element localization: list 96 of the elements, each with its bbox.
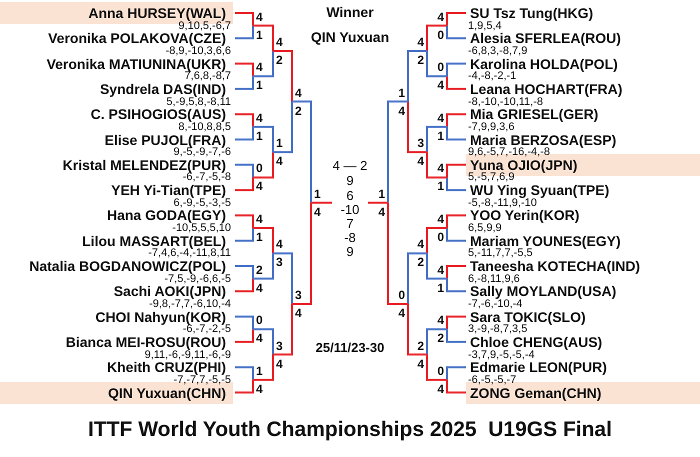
- round-score: 2: [417, 256, 424, 270]
- date-text: 25/11/23-30: [314, 341, 386, 354]
- round-score: 4: [256, 282, 263, 295]
- round-score: 2: [437, 332, 444, 346]
- final-game-score: 4 — 2: [332, 159, 368, 173]
- winner-heading: Winner: [325, 3, 375, 22]
- round-score: 1: [256, 364, 263, 378]
- round-score: 1: [378, 188, 385, 201]
- round-score: 4: [437, 10, 444, 24]
- game-scores: -3,7,9,-5,-5,-4: [468, 348, 535, 360]
- round-score: 2: [256, 264, 263, 277]
- round-score: 0: [437, 28, 444, 42]
- chart-title: ITTF World Youth Championships 2025 U19GS Final: [87, 417, 613, 443]
- round-score: 4: [256, 332, 263, 346]
- round-score: 0: [437, 364, 444, 378]
- final-game-score: 9: [345, 245, 355, 259]
- round-score: 4: [398, 306, 405, 320]
- game-scores: -7,5,-9,-6,6,-5: [164, 272, 231, 285]
- round-score: 3: [276, 340, 283, 353]
- game-scores: -9,8,-7,7,-6,10,-4: [149, 298, 231, 310]
- game-scores: -7,-6,-10,-4: [468, 298, 522, 310]
- game-scores: 6,5,9,9: [468, 222, 502, 234]
- round-score: 0: [256, 314, 263, 328]
- game-scores: -6,-7,-2,-5: [182, 323, 231, 336]
- game-scores: 3,-9,-8,7,3,5: [468, 323, 528, 336]
- round-score: 4: [295, 86, 302, 100]
- round-score: 2: [276, 54, 283, 67]
- game-scores: 5,-9,5,8,-8,11: [166, 96, 231, 108]
- game-scores: -6,8,3,-8,7,9: [468, 44, 528, 57]
- round-score: 4: [256, 10, 263, 24]
- game-scores: 9,11,-6,-9,11,-6,-9: [144, 348, 231, 360]
- round-score: 4: [256, 213, 263, 226]
- round-score: 4: [417, 238, 424, 252]
- round-score: 4: [417, 36, 424, 49]
- final-game-score: -10: [340, 203, 360, 217]
- round-score: 1: [437, 180, 444, 194]
- game-scores: 8,-10,8,8,5: [178, 120, 231, 133]
- round-score: 2: [295, 104, 302, 118]
- round-score: 4: [256, 61, 263, 74]
- round-score: 4: [417, 155, 424, 168]
- round-score: 4: [276, 155, 283, 168]
- round-score: 4: [276, 238, 283, 252]
- round-score: 4: [314, 206, 321, 219]
- final-game-score: 7: [345, 217, 355, 231]
- round-score: 2: [417, 340, 424, 353]
- round-score: 1: [256, 231, 263, 244]
- round-score: 4: [378, 206, 385, 219]
- round-score: 1: [256, 130, 263, 143]
- round-score: 4: [437, 79, 444, 92]
- round-score: 4: [256, 382, 263, 396]
- game-scores: -6,-7,-5,-8: [182, 171, 231, 184]
- game-scores: -4,-8,-2,-1: [468, 70, 516, 82]
- game-scores: 9,-5,-9,-7,-6: [174, 146, 231, 158]
- round-score: 1: [398, 86, 405, 100]
- round-score: 4: [437, 213, 444, 226]
- game-scores: -7,9,9,3,6: [468, 120, 514, 133]
- final-game-score: 6: [345, 189, 355, 203]
- round-score: 0: [437, 231, 444, 244]
- round-score: 1: [437, 282, 444, 295]
- round-score: 1: [437, 130, 444, 143]
- round-score: 4: [295, 306, 302, 320]
- round-score: 4: [437, 112, 444, 125]
- round-score: 1: [314, 188, 321, 201]
- round-score: 1: [256, 79, 263, 92]
- round-score: 4: [276, 358, 283, 371]
- game-scores: -8,9,-10,3,6,6: [166, 44, 231, 57]
- round-score: 3: [276, 256, 283, 270]
- game-scores: 5,-11,7,7,-5,5: [468, 247, 533, 260]
- round-score: 4: [417, 358, 424, 371]
- round-score: 1: [256, 28, 263, 42]
- round-score: 4: [256, 112, 263, 125]
- round-score: 0: [398, 288, 405, 302]
- game-scores: 6,-8,11,9,6: [468, 272, 520, 285]
- final-game-score: 9: [345, 174, 355, 188]
- round-score: 4: [256, 180, 263, 194]
- round-score: 2: [417, 54, 424, 67]
- round-score: 4: [437, 382, 444, 396]
- round-score: 3: [295, 288, 302, 302]
- round-score: 4: [437, 314, 444, 328]
- game-scores: 7,6,8,-8,7: [184, 70, 231, 82]
- game-scores: -10,5,5,5,10: [172, 222, 231, 234]
- game-scores: 1,9,5,4: [468, 20, 502, 32]
- round-score: 4: [276, 36, 283, 49]
- game-scores: -8,-10,-10,11,-8: [468, 96, 544, 108]
- round-score: 3: [417, 137, 424, 150]
- round-score: 4: [398, 104, 405, 118]
- round-score: 4: [437, 264, 444, 277]
- round-score: 0: [256, 162, 263, 176]
- round-score: 4: [437, 162, 444, 176]
- game-scores: -7,4,6,-4,-11,8,11: [148, 247, 231, 260]
- round-score: 1: [276, 137, 283, 150]
- round-score: 0: [437, 61, 444, 74]
- game-scores: -5,-8,-11,9,-10: [468, 196, 537, 209]
- winner-name: QIN Yuxuan: [310, 28, 390, 47]
- game-scores: 6,-9,-5,-3,-5: [174, 196, 231, 209]
- final-game-score: -8: [343, 231, 357, 245]
